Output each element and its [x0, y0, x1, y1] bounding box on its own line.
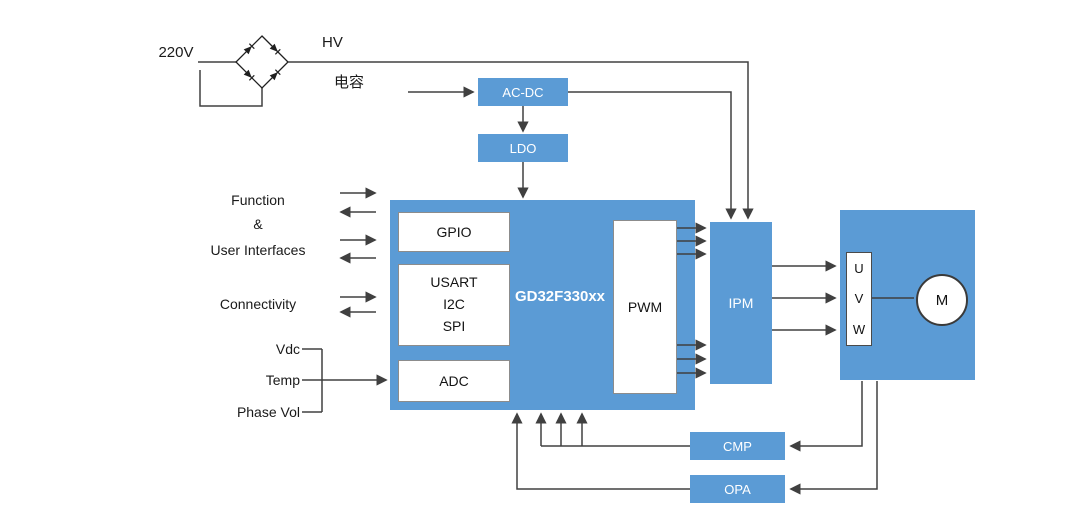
bridge-diode-icon — [243, 69, 255, 81]
phase-v-label: V — [854, 291, 864, 307]
bridge-diode-icon — [269, 43, 281, 55]
wire-opa-to-mcu — [511, 412, 690, 490]
label-function: Function — [231, 192, 285, 208]
motor-symbol: M — [916, 274, 968, 326]
label-phase-vol: Phase Vol — [236, 404, 300, 420]
label-vdc: Vdc — [275, 341, 300, 357]
gpio-block: GPIO — [398, 212, 510, 252]
bridge-rectifier-outline — [235, 35, 289, 89]
i2c-label: I2C — [443, 296, 465, 313]
label-capacitor: 电容 — [334, 74, 365, 91]
mcu-name-label: GD32F330xx — [514, 288, 606, 305]
label-220v: 220V — [158, 44, 194, 61]
pwm-block: PWM — [613, 220, 677, 394]
phase-u-label: U — [854, 260, 864, 276]
phase-w-label: W — [852, 322, 866, 338]
label-ampersand: & — [253, 216, 263, 232]
mcu-block: GPIO USART I2C SPI ADC GD32F330xx PWM — [390, 200, 695, 410]
label-hv: HV — [322, 34, 343, 51]
label-user-interfaces: User Interfaces — [210, 242, 306, 258]
uvw-terminal-block: U V W — [846, 252, 872, 346]
wire-motor-to-opa — [789, 381, 878, 495]
wire-220v-return — [199, 70, 263, 107]
ipm-block: IPM — [710, 222, 772, 384]
ldo-block: LDO — [478, 134, 568, 162]
label-connectivity: Connectivity — [219, 296, 297, 312]
bridge-diode-icon — [269, 69, 281, 81]
comm-interfaces-block: USART I2C SPI — [398, 264, 510, 346]
adc-block: ADC — [398, 360, 510, 402]
spi-label: SPI — [442, 317, 466, 334]
bridge-diode-icon — [243, 43, 255, 55]
wire-motor-to-cmp — [789, 381, 863, 452]
label-temp: Temp — [265, 372, 300, 388]
acdc-converter-block: AC-DC — [478, 78, 568, 106]
opa-block: OPA — [690, 475, 785, 503]
cmp-block: CMP — [690, 432, 785, 460]
usart-label: USART — [430, 274, 478, 291]
